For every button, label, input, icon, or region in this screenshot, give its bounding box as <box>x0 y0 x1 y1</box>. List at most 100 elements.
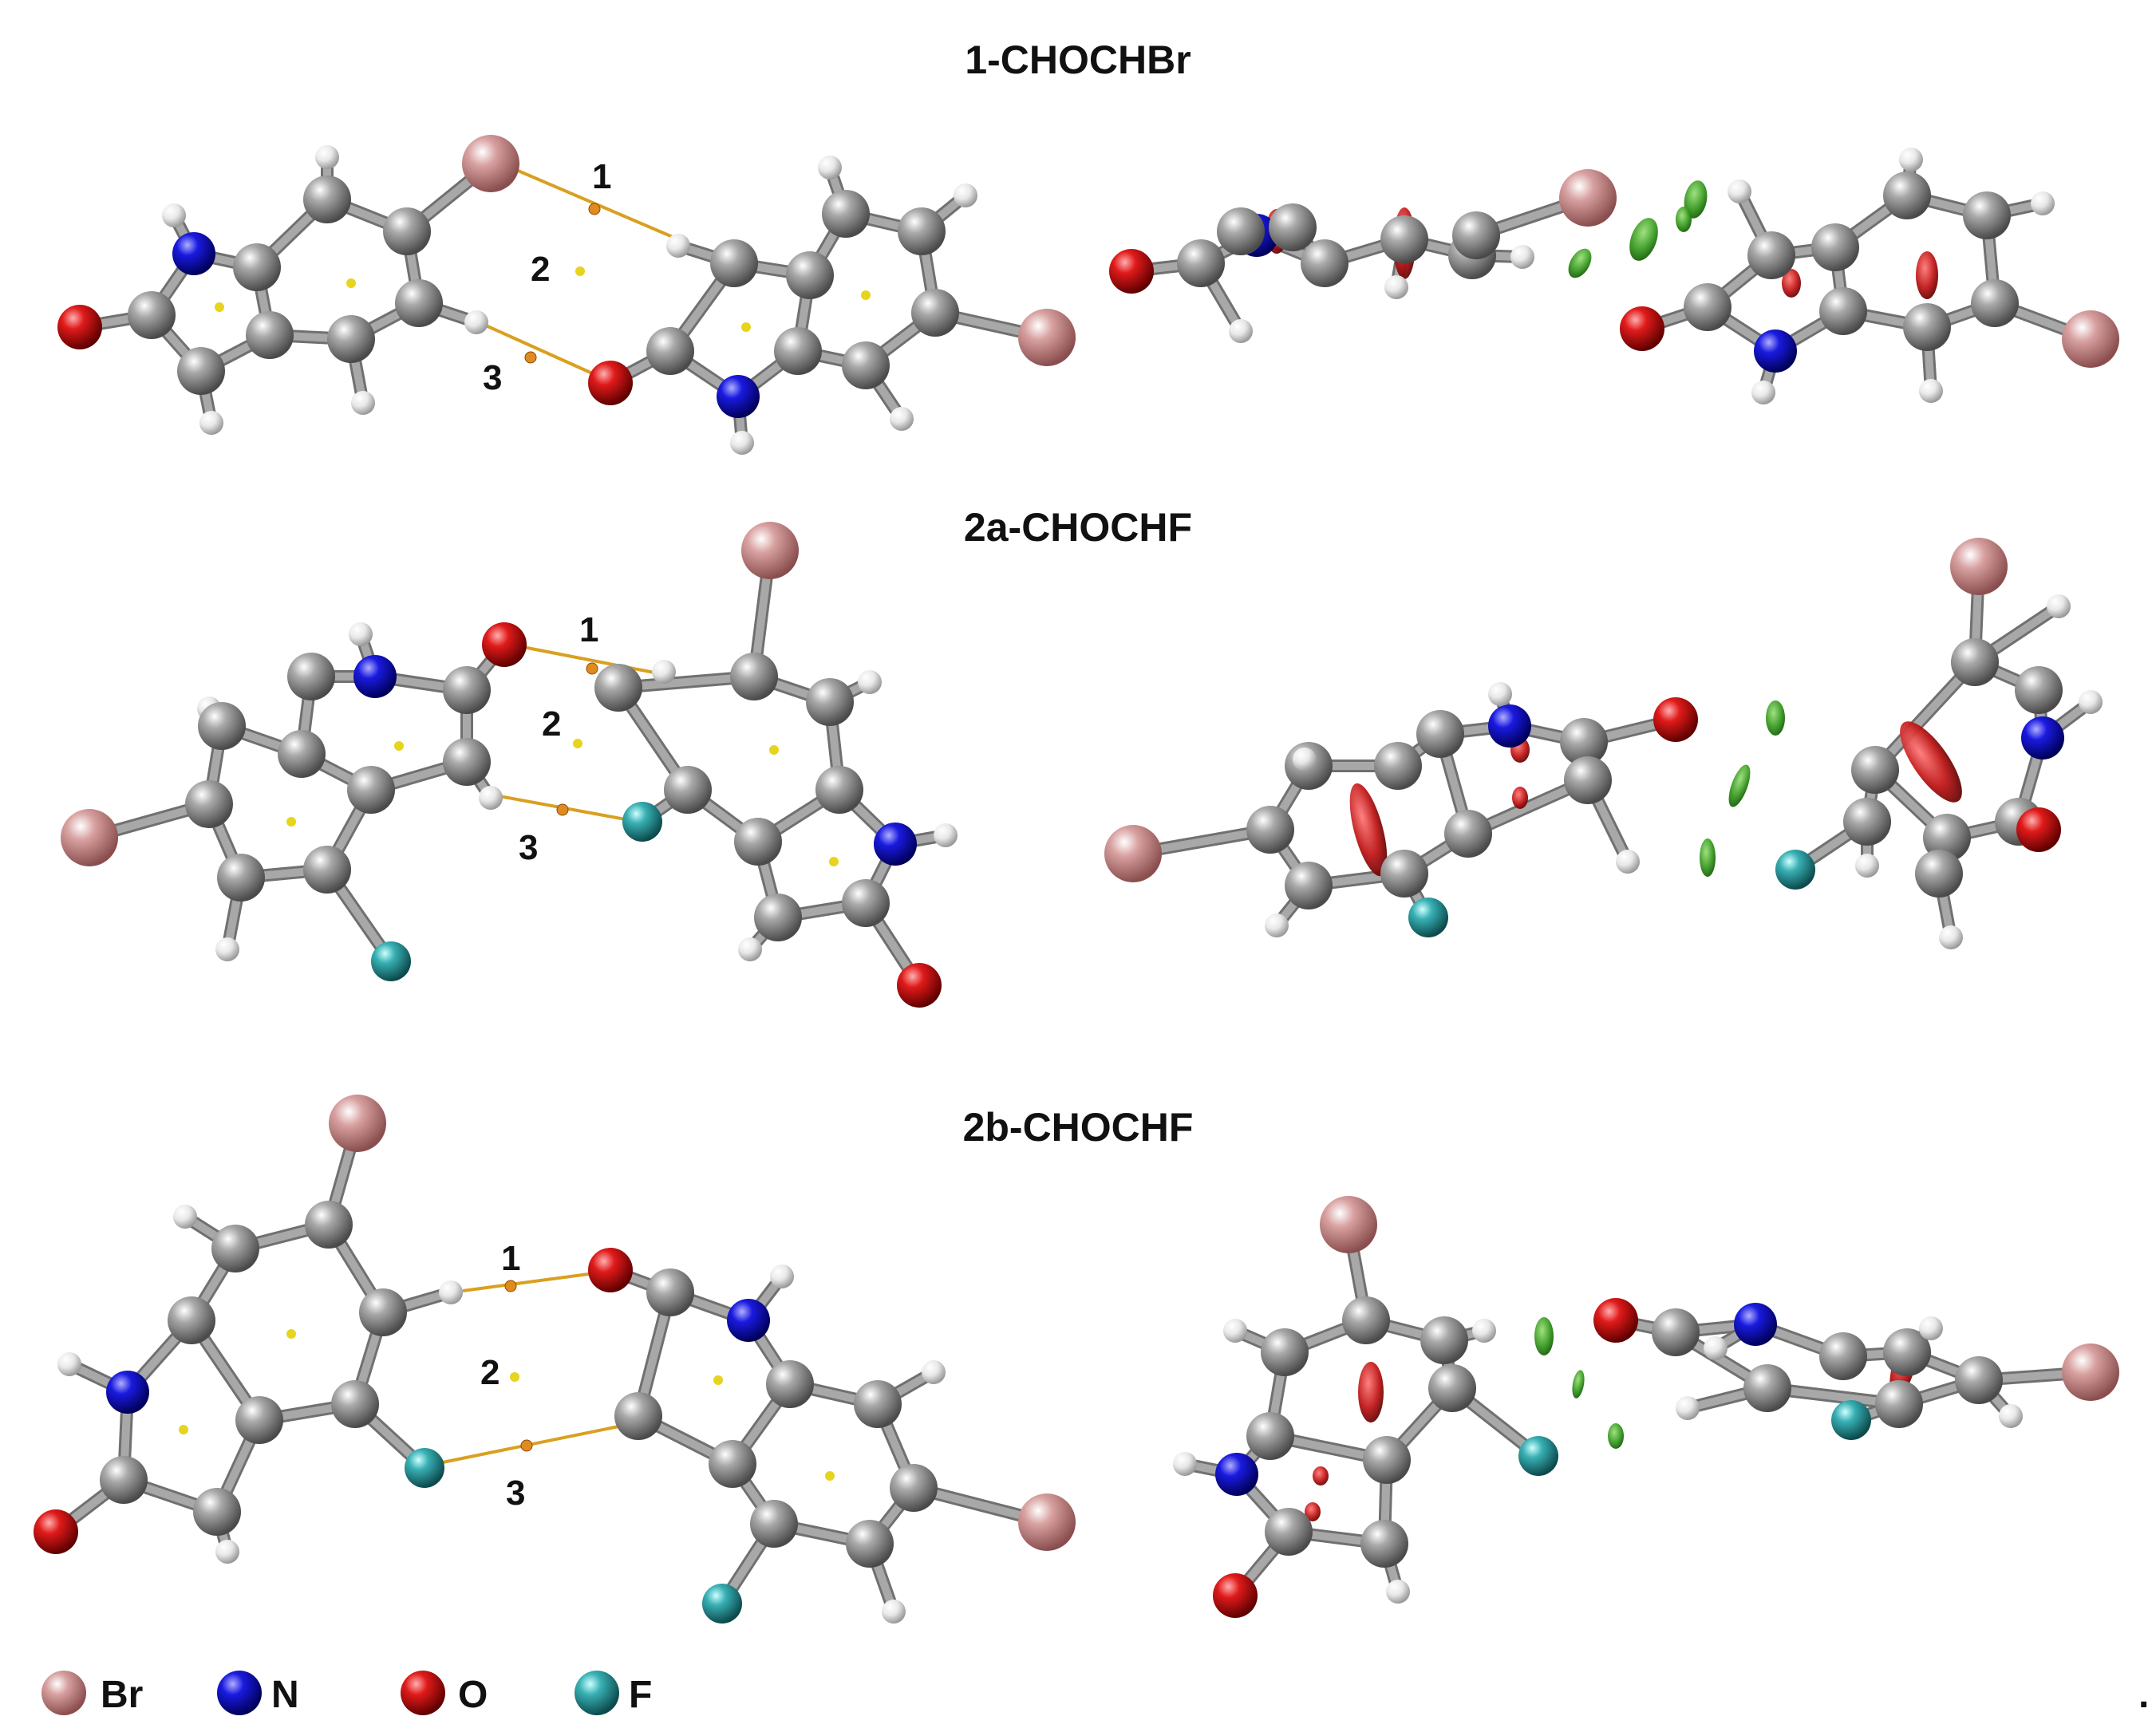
trailing-period: . <box>2138 1674 2149 1716</box>
carbon-atom <box>198 702 246 750</box>
bromine-atom <box>61 809 118 866</box>
bromine-atom <box>462 135 519 192</box>
bond-path <box>462 1270 607 1292</box>
carbon-atom <box>842 879 890 927</box>
carbon-atom <box>646 327 694 375</box>
nitrogen-atom <box>1488 704 1531 748</box>
bond-critical-point <box>504 1280 517 1292</box>
carbon-atom <box>734 818 782 866</box>
bromine-atom <box>1559 169 1617 227</box>
nci-attractive-isosurface <box>1728 764 1751 807</box>
carbon-atom <box>246 311 294 359</box>
carbon-atom <box>1452 211 1500 259</box>
legend-br-label: Br <box>101 1674 143 1716</box>
nci-attractive-isosurface <box>1766 700 1785 736</box>
hydrogen-atom <box>1999 1404 2023 1428</box>
carbon-atom <box>1177 239 1225 287</box>
carbon-atom <box>1261 1328 1309 1376</box>
legend-item-br: Br <box>41 1671 143 1716</box>
carbon-atom <box>1684 283 1732 331</box>
carbon-atom <box>1217 207 1265 255</box>
hydrogen-atom <box>1704 1336 1728 1360</box>
oxygen-atom <box>1213 1573 1258 1618</box>
hydrogen-atom <box>173 1205 197 1229</box>
fluorine-atom <box>1518 1436 1558 1476</box>
nci-attractive-isosurface <box>1608 1423 1624 1449</box>
carbon-atom <box>211 1225 259 1272</box>
carbon-atom <box>1428 1364 1476 1412</box>
hydrogen-atom <box>1265 913 1289 937</box>
legend-n-sphere <box>217 1671 262 1715</box>
oxygen-atom <box>588 361 633 405</box>
hydrogen-atom <box>922 1360 946 1384</box>
nitrogen-atom <box>1215 1453 1258 1496</box>
hydrogen-atom <box>1939 925 1963 949</box>
oxygen-atom <box>1593 1298 1638 1343</box>
nitrogen-atom <box>2021 716 2064 760</box>
carbon-atom <box>1923 814 1971 862</box>
nitrogen-atom <box>172 232 215 275</box>
covalent-bond-highlight <box>1871 658 1979 774</box>
bromine-atom <box>741 522 799 579</box>
ring-critical-point <box>346 278 356 288</box>
bromine-atom <box>1018 1493 1076 1551</box>
nci-attractive-isosurface <box>1684 180 1708 219</box>
bromine-atom <box>329 1095 386 1152</box>
bromine-atom <box>1320 1196 1377 1253</box>
ring-critical-point <box>286 1329 296 1339</box>
hydrogen-atom <box>666 234 690 258</box>
oxygen-atom <box>588 1248 633 1292</box>
hydrogen-atom <box>1751 381 1775 404</box>
carbon-atom <box>1652 1308 1700 1356</box>
hydrogen-atom <box>738 937 762 961</box>
carbon-atom <box>193 1488 241 1536</box>
nci-repulsive-isosurface <box>1512 787 1528 809</box>
carbon-atom <box>786 251 834 299</box>
hydrogen-atom <box>1855 854 1879 878</box>
rcp-label-1-2: 2 <box>531 250 550 289</box>
hydrogen-atom <box>2047 594 2071 618</box>
panel-title-2b: 2b-CHOCHF <box>963 1105 1194 1150</box>
legend-br-sphere <box>41 1671 86 1715</box>
legend-f-label: F <box>629 1674 652 1716</box>
ring-critical-point <box>825 1471 835 1481</box>
fluorine-atom <box>1408 898 1448 937</box>
bond-critical-point <box>588 203 601 215</box>
carbon-atom <box>185 780 233 828</box>
nci-repulsive-isosurface <box>1349 783 1388 877</box>
nci-attractive-isosurface <box>1572 1370 1585 1399</box>
carbon-atom <box>1883 1328 1931 1376</box>
carbon-atom <box>2015 666 2063 714</box>
carbon-atom <box>347 766 395 814</box>
fluorine-atom <box>1831 1400 1871 1440</box>
carbon-atom <box>1955 1356 2003 1404</box>
hydrogen-atom <box>1616 850 1640 874</box>
carbon-atom <box>1819 287 1867 335</box>
hydrogen-atom <box>1472 1319 1496 1343</box>
hydrogen-atom <box>818 156 842 180</box>
carbon-atom <box>1269 203 1317 251</box>
fluorine-atom <box>702 1584 742 1624</box>
legend-item-f: F <box>575 1671 652 1716</box>
carbon-atom <box>1444 810 1492 858</box>
bond-critical-point <box>520 1439 533 1452</box>
panel-title-2a: 2a-CHOCHF <box>964 505 1192 550</box>
carbon-atom <box>1883 172 1931 219</box>
structure-1-chochbr-dimer <box>57 135 1076 455</box>
carbon-atom <box>1971 279 2019 327</box>
oxygen-atom <box>1653 697 1698 742</box>
carbon-atom <box>709 1440 756 1488</box>
nci-repulsive-isosurface <box>1782 269 1801 298</box>
bromine-atom <box>2062 1343 2119 1401</box>
ring-critical-point <box>829 857 839 866</box>
hydrogen-atom <box>199 411 223 435</box>
hydrogen-atom <box>349 622 373 646</box>
hydrogen-atom <box>2079 690 2103 714</box>
ring-critical-point <box>179 1425 188 1434</box>
nci-attractive-isosurface <box>1568 248 1592 278</box>
hydrogen-atom <box>1229 319 1253 343</box>
carbon-atom <box>1380 215 1428 263</box>
carbon-atom <box>1265 1508 1313 1556</box>
hydrogen-atom <box>882 1600 906 1624</box>
